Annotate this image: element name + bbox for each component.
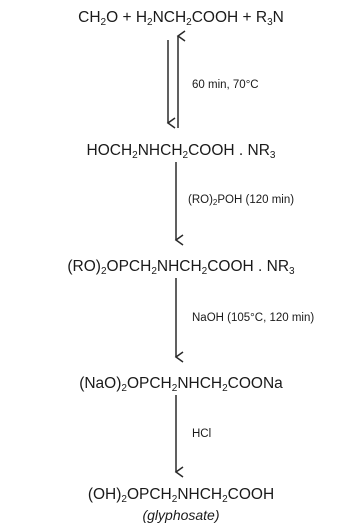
subscript: 2 [147, 17, 153, 28]
formula-text: 60 min, 70°C [192, 79, 259, 91]
subscript: 2 [171, 494, 178, 505]
product-formula: (OH)2OPCH2NHCH2COOH [0, 486, 362, 505]
subscript: 2 [100, 266, 107, 277]
subscript: 2 [151, 266, 157, 277]
formula-text: O + H [106, 9, 148, 26]
formula-text: OPCH [106, 258, 152, 275]
formula-text: POH (120 min) [217, 194, 295, 206]
formula-text: HCl [192, 428, 212, 440]
formula-text: COOH . NR [207, 258, 290, 275]
formula-text: COONa [227, 375, 283, 392]
subscript: 2 [132, 150, 138, 161]
reactants-formula: CH2O + H2NCH2COOH + R3N [0, 9, 362, 28]
formula-text: (NaO) [79, 375, 122, 392]
formula-text: COOH . NR [188, 142, 270, 159]
formula-text: CH [78, 9, 101, 26]
subscript: 3 [267, 17, 273, 28]
subscript: 2 [222, 383, 228, 394]
formula-text: NHCH [137, 142, 183, 159]
formula-text: NCH [152, 9, 187, 26]
formula-text: N [272, 9, 284, 26]
formula-text: NHCH [177, 486, 223, 503]
intermediate-hydroxymethyl-formula: HOCH2NHCH2COOH . NR3 [0, 142, 362, 161]
subscript: 2 [171, 383, 178, 394]
intermediate-sodium-salt-formula: (NaO)2OPCH2NHCH2COONa [0, 375, 362, 394]
formula-text: (RO) [188, 194, 213, 206]
intermediate-phosphonate-ester-formula: (RO)2OPCH2NHCH2COOH . NR3 [0, 258, 362, 277]
subscript: 2 [222, 494, 228, 505]
subscript: 2 [182, 150, 189, 161]
step3-conditions: NaOH (105°C, 120 min) [192, 312, 315, 325]
formula-text: NHCH [156, 258, 202, 275]
formula-text: (OH) [87, 486, 122, 503]
equilibrium-arrow-step1 [166, 30, 186, 129]
formula-text: OPCH [126, 486, 172, 503]
formula-text: COOH + R [191, 9, 268, 26]
formula-text: (RO) [67, 258, 101, 275]
formula-text: HOCH [86, 142, 133, 159]
step2-conditions: (RO)2POH (120 min) [188, 194, 295, 207]
formula-text: OPCH [126, 375, 172, 392]
subscript: 2 [201, 266, 208, 277]
formula-text: COOH [227, 486, 275, 503]
product-name: (glyphosate) [142, 507, 220, 523]
subscript: 2 [121, 383, 127, 394]
formula-text: NaOH (105°C, 120 min) [192, 312, 315, 324]
subscript: 3 [289, 266, 295, 277]
step4-conditions: HCl [192, 428, 212, 441]
subscript: 2 [186, 17, 192, 28]
subscript: 3 [269, 150, 276, 161]
step1-conditions: 60 min, 70°C [192, 79, 259, 92]
subscript: 2 [121, 494, 127, 505]
subscript: 2 [100, 17, 107, 28]
subscript: 2 [212, 198, 218, 207]
formula-text: NHCH [177, 375, 223, 392]
